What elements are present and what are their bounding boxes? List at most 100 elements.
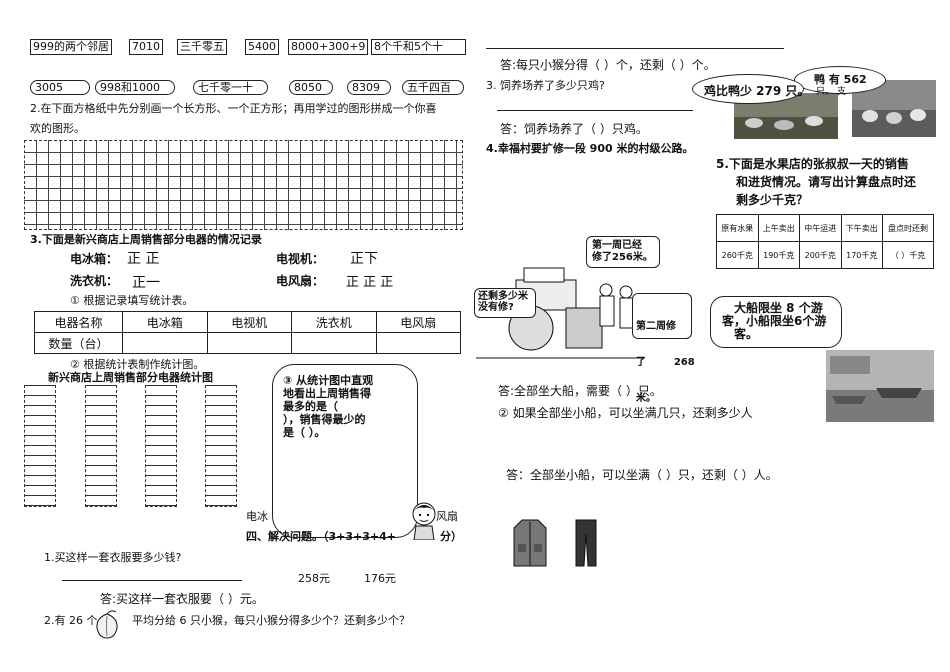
speech-bubble <box>586 236 660 268</box>
q3-sub3-line: 地看出上周销售得 <box>283 387 371 400</box>
speech-bubble <box>794 66 886 94</box>
q2-line2: 欢的图形。 <box>30 122 85 135</box>
table-header-row: 原有水果 上午卖出 中午运进 下午卖出 盘点时还剩 <box>716 214 934 242</box>
q3-sub3: ③ 从统计图中直观 地看出上周销售得 最多的是（ ），销售得最少的 是（ ）。 <box>283 374 413 439</box>
tally-label-washer: 洗衣机： <box>70 274 119 288</box>
bubble-line: 大船限坐 8 个游 <box>734 301 823 315</box>
road-roller-illustration <box>476 267 644 359</box>
bubble-line: 修了256米。 <box>592 252 653 263</box>
bubble-line: 客，小船限坐6个游 <box>722 314 827 328</box>
choice-box: 7010 <box>129 39 163 55</box>
q3-sub3-line: 最多的是（ <box>283 400 338 413</box>
bubble-line: 客。 <box>734 327 759 341</box>
boat-bubble: 大船限坐 8 个游 客，小船限坐6个游 客。 <box>722 302 826 341</box>
choice-box: 5400 <box>245 39 279 55</box>
p1-answer: 答:买这样一套衣服要（ ）元。 <box>100 592 264 606</box>
graph-paper-grid[interactable] <box>24 140 463 230</box>
p3-answer: 答：饲养场养了（ ）只鸡。 <box>500 122 648 136</box>
fruit-table: 原有水果 上午卖出 中午运进 下午卖出 盘点时还剩 260千克 190千克 20… <box>716 214 934 269</box>
p5-question: 5.下面是水果店的张叔叔一天的销售 和进货情况。请写出计算盘点时还 剩多少千克？ <box>716 155 916 209</box>
table-row: 260千克 190千克 200千克 170千克 （ ）千克 <box>716 241 934 269</box>
chart-bar-blank[interactable] <box>85 385 117 507</box>
chart-title: 新兴商店上周销售部分电器统计图 <box>48 371 213 384</box>
table-cell: 260千克 <box>716 241 759 269</box>
answer-cell[interactable] <box>291 332 377 354</box>
tally-tv: 正下 <box>350 251 378 267</box>
choice-box: 8个千和5个十 <box>371 39 466 55</box>
jacket-icon <box>513 519 547 567</box>
tally-label-fridge: 电冰箱： <box>70 252 119 266</box>
answer-line[interactable] <box>62 580 242 581</box>
q2-line1: 2.在下面方格纸中先分别画一个长方形、一个正方形；再用学过的图形拼成一个你喜 <box>30 102 437 115</box>
q3-sub3-line: ），销售得最少的 <box>283 413 366 426</box>
answer-cell[interactable] <box>206 332 292 354</box>
bubble-line: 第一周已经 <box>592 240 642 251</box>
chart-bar-blank[interactable] <box>205 385 237 507</box>
q3-sub3-line: ③ 从统计图中直观 <box>283 374 374 387</box>
q3-sub3-line: 是（ ）。 <box>283 426 326 439</box>
p5-line: 剩多少千克？ <box>736 193 809 207</box>
p2-question-start: 2.有 26 个 <box>44 614 98 627</box>
answer-cell[interactable]: （ ）千克 <box>882 241 934 269</box>
table-cell: 200千克 <box>799 241 842 269</box>
p2-question-end: 平均分给 6 只小猴，每只小猴分得多少个？还剩多少个？ <box>132 614 410 627</box>
q3-sub1: ① 根据记录填写统计表。 <box>70 294 194 307</box>
table-header: 电视机 <box>206 311 292 333</box>
peach-icon <box>96 610 118 639</box>
table-header: 上午卖出 <box>757 214 800 242</box>
pants-icon <box>575 519 597 567</box>
choice-box: 999的两个邻居 <box>30 39 112 55</box>
choice-oval: 五千四百 <box>402 80 464 95</box>
tally-fridge: 正 正 <box>127 251 160 267</box>
section4-title: 四、解决问题。（3+3+3+4+ <box>246 530 396 543</box>
table-header: 洗衣机 <box>291 311 377 333</box>
table-header-row: 电器名称 电冰箱 电视机 洗衣机 电风扇 <box>34 311 461 333</box>
p1-question: 1.买这样一套衣服要多少钱? <box>44 551 182 564</box>
price-pants: 176元 <box>364 572 396 585</box>
table-row-label: 数量（台） <box>34 332 123 354</box>
choice-oval: 8050 <box>289 80 333 95</box>
axis-label-partial: 电冰 <box>246 510 268 523</box>
speech-bubble <box>474 288 536 318</box>
tally-fan: 正 正 正 <box>346 275 394 290</box>
chart-bar-blank[interactable] <box>145 385 177 507</box>
table-header: 电冰箱 <box>122 311 208 333</box>
q3-title: 3.下面是新兴商店上周销售部分电器的情况记录 <box>30 233 262 246</box>
choice-oval: 998和1000 <box>95 80 175 95</box>
roller-bubble-right: 第二周修 了 268 米。 <box>636 297 695 417</box>
speech-bubble <box>710 296 842 348</box>
p5-line: 5.下面是水果店的张叔叔一天的销售 <box>716 157 909 171</box>
table-cell: 170千克 <box>840 241 883 269</box>
p3-question: 3. 饲养场养了多少只鸡? <box>486 79 605 92</box>
tally-washer: 正一 <box>132 275 160 291</box>
p4-question: 4.幸福村要扩修一段 900 米的村级公路。 <box>486 142 694 155</box>
answer-line[interactable] <box>486 48 784 49</box>
speech-bubble <box>272 364 418 538</box>
table-row: 数量（台） <box>34 332 461 354</box>
table-header: 原有水果 <box>716 214 759 242</box>
child-cartoon-icon <box>412 502 436 540</box>
boat-question-2: ② 如果全部坐小船，可以坐满几只，还剩多少人 <box>498 406 753 420</box>
speech-bubble <box>692 74 804 104</box>
chicken-bubble-text: 鸡比鸭少 279 只。 <box>704 84 810 98</box>
q3-sub2: ② 根据统计表制作统计图。 <box>70 358 205 371</box>
axis-label-partial: 风扇 <box>436 510 458 523</box>
answer-cell[interactable] <box>375 332 461 354</box>
answer-line[interactable] <box>497 110 693 111</box>
choice-box: 三千零五 <box>177 39 227 55</box>
chart-bar-blank[interactable] <box>24 385 56 507</box>
choice-oval: 8309 <box>347 80 391 95</box>
tally-label-tv: 电视机： <box>276 252 325 266</box>
duck-bubble-text-b: 只。 支 <box>816 87 846 97</box>
section4-end: 分） <box>440 530 462 543</box>
speech-bubble <box>632 293 692 339</box>
bubble-line: 没有修? <box>478 302 514 313</box>
roller-bubble-left: 还剩多少米 没有修? <box>478 291 528 313</box>
table-header: 电器名称 <box>34 311 123 333</box>
bubble-line: 还剩多少米 <box>478 291 528 302</box>
record-table: 电器名称 电冰箱 电视机 洗衣机 电风扇 数量（台） <box>34 311 461 354</box>
tally-label-fan: 电风扇： <box>276 274 325 288</box>
answer-cell[interactable] <box>122 332 208 354</box>
boat-answer-1: 答:全部坐大船，需要（ ）只。 <box>498 384 662 398</box>
duck-bubble-text-a: 鸭 有 562 <box>814 73 867 86</box>
